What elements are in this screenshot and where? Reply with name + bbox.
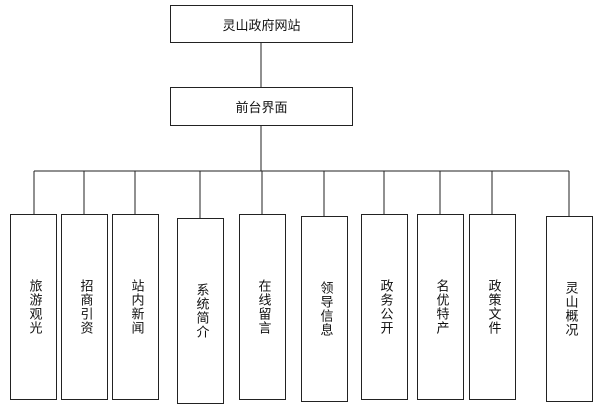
leaf-node-label: 旅游观光 bbox=[26, 279, 42, 335]
leaf-node-label: 政务公开 bbox=[377, 279, 393, 335]
leaf-node-box: 政务公开 bbox=[361, 214, 408, 400]
leaf-node-label: 招商引资 bbox=[77, 279, 93, 335]
mid-node-label: 前台界面 bbox=[235, 101, 288, 116]
leaf-node-label: 系统简介 bbox=[193, 283, 209, 339]
leaf-node-label: 站内新闻 bbox=[128, 279, 144, 335]
mid-node-box: 前台界面 bbox=[170, 87, 353, 126]
leaf-node-label: 领导信息 bbox=[317, 281, 333, 337]
leaf-node-label: 在线留言 bbox=[255, 279, 271, 335]
leaf-node-box: 灵山概况 bbox=[546, 216, 593, 402]
root-node-box: 灵山政府网站 bbox=[170, 5, 353, 43]
leaf-node-label: 政策文件 bbox=[485, 279, 501, 335]
leaf-node-box: 系统简介 bbox=[177, 218, 224, 404]
leaf-node-label: 名优特产 bbox=[433, 279, 449, 335]
leaf-node-box: 政策文件 bbox=[469, 214, 516, 400]
leaf-node-box: 领导信息 bbox=[301, 216, 348, 402]
leaf-node-box: 名优特产 bbox=[417, 214, 464, 400]
leaf-node-box: 招商引资 bbox=[61, 214, 108, 400]
leaf-node-box: 在线留言 bbox=[239, 214, 286, 400]
root-node-label: 灵山政府网站 bbox=[222, 18, 301, 34]
leaf-node-box: 旅游观光 bbox=[10, 214, 57, 400]
leaf-node-box: 站内新闻 bbox=[112, 214, 159, 400]
leaf-node-label: 灵山概况 bbox=[562, 281, 578, 337]
